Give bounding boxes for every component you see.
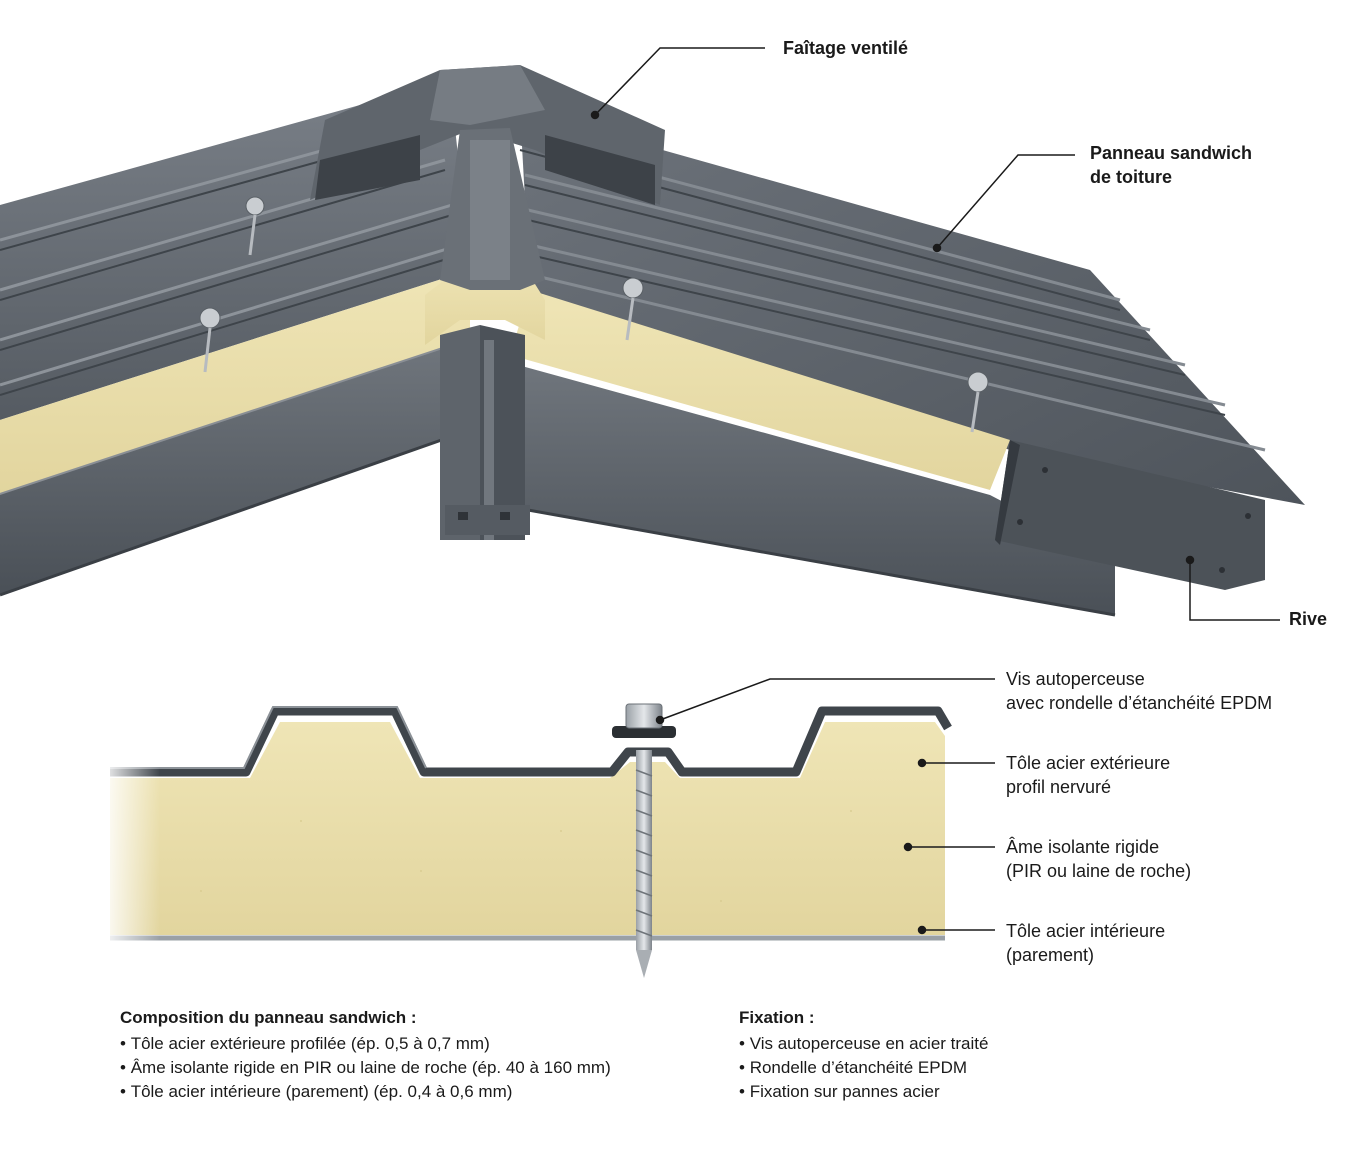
roof-illustration [0, 65, 1305, 617]
left-purlin-beam [0, 340, 470, 595]
right-panel-insulation [510, 290, 1010, 490]
composition-title: Composition du panneau sandwich : [120, 1008, 417, 1027]
roof-screws [199, 196, 989, 433]
label-edge-trim: Rive [1289, 609, 1328, 629]
ventilated-ridge-cap [310, 65, 665, 290]
composition-item: Âme isolante rigide en PIR ou laine de r… [120, 1056, 611, 1080]
fixation-item: Rondelle d’étanchéité EPDM [739, 1056, 988, 1080]
label-self-drilling-screw: Vis autoperceuse avec rondelle d’étanché… [1006, 669, 1273, 713]
section-insulation-core [110, 722, 945, 935]
label-inner-steel-sheet: Tôle acier intérieure (parement) [1006, 921, 1166, 965]
fixation-item: Fixation sur pannes acier [739, 1080, 988, 1104]
leader-lines [590, 47, 1280, 935]
fixation-title: Fixation : [739, 1008, 815, 1027]
left-panel-insulation [0, 270, 470, 495]
right-panel-ribs [519, 138, 1266, 452]
label-outer-steel-sheet: Tôle acier extérieure profil nervuré [1006, 753, 1171, 797]
composition-item: Tôle acier extérieure profilée (ép. 0,5 … [120, 1032, 611, 1056]
fixation-item: Vis autoperceuse en acier traité [739, 1032, 989, 1056]
section-screw [612, 703, 676, 978]
label-roof-sandwich-panel: Panneau sandwich de toiture [1090, 143, 1253, 187]
right-purlin-beam [500, 360, 1115, 615]
right-roof-panel [520, 110, 1305, 505]
panel-cross-section [100, 700, 952, 978]
section-outer-steel-sheet [110, 706, 952, 777]
composition-item: Tôle acier intérieure (parement) (ép. 0,… [120, 1080, 611, 1104]
composition-notes: Composition du panneau sandwich : Tôle a… [120, 1006, 611, 1104]
central-rafter [440, 325, 530, 540]
fixation-notes: Fixation : Vis autoperceuse en acier tra… [739, 1006, 988, 1104]
label-insulation-core: Âme isolante rigide (PIR ou laine de roc… [1006, 837, 1192, 881]
edge-trim [995, 440, 1265, 590]
label-ventilated-ridge: Faîtage ventilé [783, 38, 909, 58]
